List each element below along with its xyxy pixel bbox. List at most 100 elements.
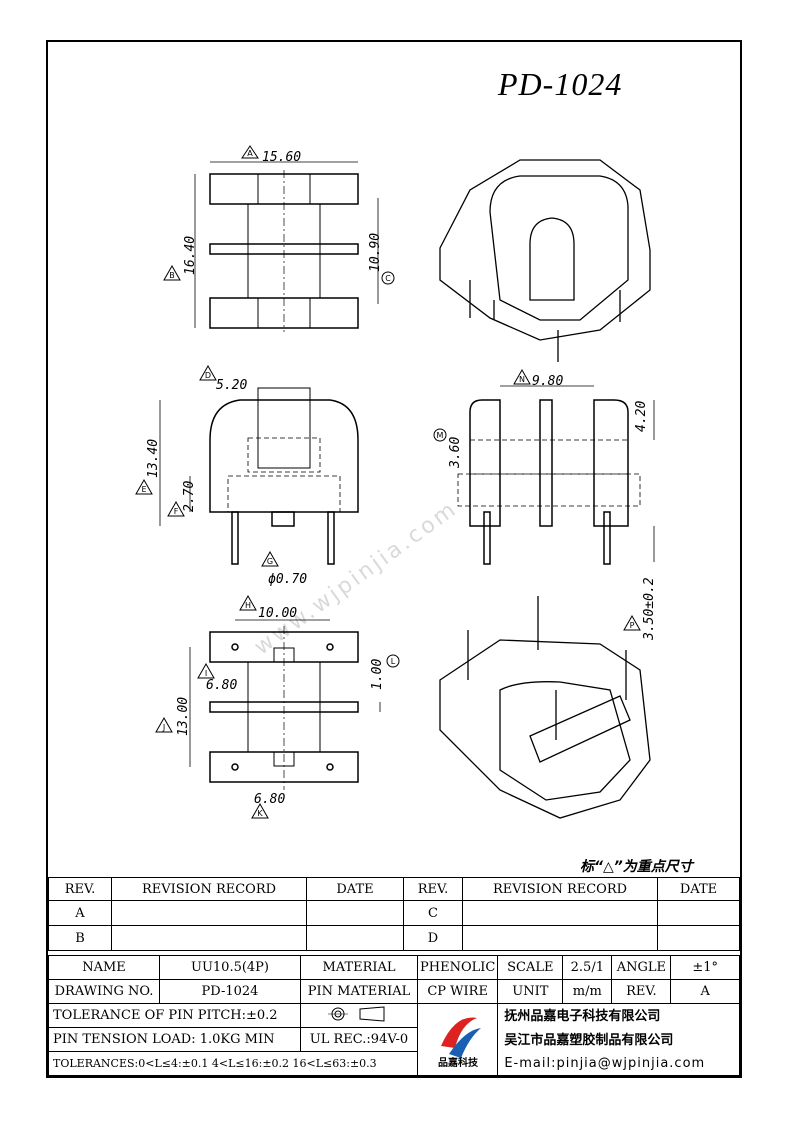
record-cell bbox=[462, 925, 658, 951]
name-value: UU10.5(4P) bbox=[159, 955, 301, 980]
dim-side-width: 9.80 bbox=[532, 374, 564, 389]
rev-label: REV. bbox=[611, 979, 672, 1004]
record-cell bbox=[111, 925, 307, 951]
drawing-border bbox=[46, 40, 742, 1078]
marker-d-label: D bbox=[205, 371, 211, 380]
svg-text:品嘉科技: 品嘉科技 bbox=[438, 1056, 479, 1068]
marker-triangle bbox=[239, 594, 257, 611]
title-row-4: PIN TENSION LOAD: 1.0KG MIN UL REC.:94V-… bbox=[48, 1027, 740, 1052]
marker-triangle bbox=[251, 802, 269, 819]
date-header-2: DATE bbox=[657, 877, 740, 901]
side-view bbox=[457, 385, 655, 565]
date-cell bbox=[306, 900, 404, 926]
marker-triangle bbox=[261, 550, 279, 567]
marker-p-label: P bbox=[630, 621, 635, 630]
marker-k-label: K bbox=[257, 809, 263, 818]
marker-g-label: G bbox=[267, 557, 273, 566]
title-row-3: TOLERANCE OF PIN PITCH:±0.2 品嘉科技 抚州品嘉电子科… bbox=[48, 1003, 740, 1076]
drawing-no-label: DRAWING NO. bbox=[48, 979, 160, 1004]
company-info: 抚州品嘉电子科技有限公司 吴江市品嘉塑胶制品有限公司 E-mail:pinjia… bbox=[497, 1003, 740, 1076]
revision-row: A C bbox=[48, 900, 740, 926]
marker-a-label: A bbox=[247, 149, 253, 158]
dim-front-slot: 5.20 bbox=[216, 378, 248, 393]
date-header: DATE bbox=[306, 877, 404, 901]
revision-record-header-2: REVISION RECORD bbox=[462, 877, 658, 901]
marker-circle bbox=[381, 271, 395, 285]
tolerance-pitch: TOLERANCE OF PIN PITCH:±0.2 bbox=[48, 1003, 301, 1028]
general-tolerances: TOLERANCES:0<L≤4:±0.1 4<L≤16:±0.2 16<L≤6… bbox=[48, 1051, 418, 1076]
key-dimensions-note: 标“△”为重点尺寸 bbox=[580, 859, 693, 875]
marker-n-label: N bbox=[519, 375, 525, 384]
dim-bottom-pitch: 10.00 bbox=[258, 606, 298, 621]
marker-circle bbox=[433, 428, 447, 442]
revision-record-header: REVISION RECORD bbox=[111, 877, 307, 901]
scale-label: SCALE bbox=[497, 955, 564, 980]
company-name-1: 抚州品嘉电子科技有限公司 bbox=[504, 1008, 661, 1024]
marker-triangle bbox=[135, 478, 153, 495]
pin-material-value: CP WIRE bbox=[416, 979, 499, 1004]
isometric-view-top bbox=[439, 159, 651, 362]
marker-triangle bbox=[163, 264, 181, 281]
marker-e-label: E bbox=[141, 485, 146, 494]
pin-tension: PIN TENSION LOAD: 1.0KG MIN bbox=[48, 1027, 301, 1052]
material-label: MATERIAL bbox=[300, 955, 418, 980]
company-email: E-mail:pinjia@wjpinjia.com bbox=[504, 1055, 706, 1071]
revision-row: B D bbox=[48, 925, 740, 951]
title-row-1: NAME UU10.5(4P) MATERIAL PHENOLIC SCALE … bbox=[48, 955, 740, 980]
top-view bbox=[194, 161, 379, 332]
marker-circle bbox=[386, 654, 400, 668]
title-row-2: DRAWING NO. PD-1024 PIN MATERIAL CP WIRE… bbox=[48, 979, 740, 1004]
projection-symbol bbox=[300, 1003, 418, 1028]
pin-material-label: PIN MATERIAL bbox=[300, 979, 418, 1004]
pinjia-logo-icon: 品嘉科技 bbox=[438, 1017, 481, 1069]
isometric-view-bottom bbox=[439, 596, 651, 819]
marker-m-label: M bbox=[437, 431, 444, 440]
rev-value: A bbox=[670, 979, 740, 1004]
rev-cell: A bbox=[48, 900, 112, 926]
marker-triangle bbox=[155, 716, 173, 733]
scale-value: 2.5/1 bbox=[562, 955, 613, 980]
angle-value: ±1° bbox=[670, 955, 740, 980]
marker-triangle bbox=[167, 500, 185, 517]
date-cell bbox=[657, 925, 740, 951]
marker-c-label: C bbox=[385, 274, 391, 283]
marker-h-label: H bbox=[245, 601, 251, 610]
marker-j-label: J bbox=[162, 723, 165, 732]
rev-cell: B bbox=[48, 925, 112, 951]
date-cell bbox=[306, 925, 404, 951]
marker-triangle bbox=[197, 662, 215, 679]
dim-pin-dia: ϕ0.70 bbox=[268, 572, 308, 587]
company-name-2: 吴江市品嘉塑胶制品有限公司 bbox=[504, 1032, 674, 1048]
material-value: PHENOLIC bbox=[416, 955, 499, 980]
dim-bottom-inner: 6.80 bbox=[206, 678, 238, 693]
marker-triangle bbox=[199, 364, 217, 381]
marker-f-label: F bbox=[174, 507, 179, 516]
title-block: NAME UU10.5(4P) MATERIAL PHENOLIC SCALE … bbox=[48, 955, 740, 1076]
date-cell bbox=[657, 900, 740, 926]
record-cell bbox=[462, 900, 658, 926]
marker-l-label: L bbox=[391, 657, 396, 666]
rev-header-2: REV. bbox=[403, 877, 463, 901]
title-row-5: TOLERANCES:0<L≤4:±0.1 4<L≤16:±0.2 16<L≤6… bbox=[48, 1051, 740, 1076]
drawing-no-value: PD-1024 bbox=[159, 979, 301, 1004]
rev-cell: D bbox=[403, 925, 463, 951]
record-cell bbox=[111, 900, 307, 926]
marker-b-label: B bbox=[169, 271, 175, 280]
angle-label: ANGLE bbox=[611, 955, 672, 980]
marker-triangle bbox=[513, 368, 531, 385]
unit-label: UNIT bbox=[497, 979, 564, 1004]
projection-icon bbox=[328, 1005, 385, 1022]
bottom-view bbox=[189, 619, 381, 790]
marker-triangle bbox=[241, 145, 259, 159]
name-label: NAME bbox=[48, 955, 160, 980]
revision-header-row: REV. REVISION RECORD DATE REV. REVISION … bbox=[48, 877, 740, 901]
rev-cell: C bbox=[403, 900, 463, 926]
revision-table: REV. REVISION RECORD DATE REV. REVISION … bbox=[48, 877, 740, 951]
marker-triangle bbox=[623, 614, 641, 631]
drawing-title: PD-1024 bbox=[498, 66, 623, 102]
front-view bbox=[159, 387, 359, 565]
marker-i-label: I bbox=[205, 669, 207, 678]
company-logo: 品嘉科技 bbox=[416, 1003, 499, 1076]
